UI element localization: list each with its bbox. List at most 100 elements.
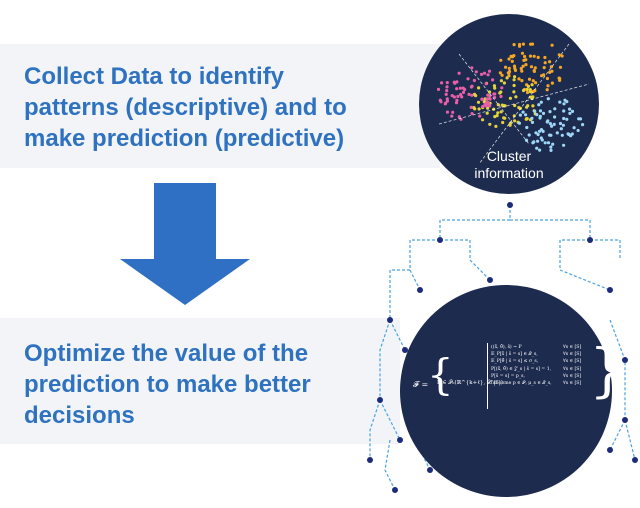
- cluster-point: [540, 74, 544, 78]
- cluster-point: [558, 78, 562, 82]
- tree-branch: [409, 239, 440, 270]
- bottom-text-band: [0, 318, 400, 444]
- cluster-point: [562, 109, 566, 113]
- tree-node: [387, 317, 393, 323]
- cluster-point: [548, 133, 552, 137]
- cluster-point: [445, 110, 450, 114]
- cluster-point: [551, 142, 555, 146]
- cluster-point: [549, 145, 553, 149]
- cluster-point: [502, 116, 506, 120]
- tree-node: [607, 447, 613, 453]
- cluster-point: [521, 42, 525, 46]
- decision-tree-diagram: [367, 202, 638, 493]
- cluster-point: [531, 141, 535, 145]
- cluster-point: [526, 104, 530, 108]
- cluster-boundary: [478, 43, 570, 165]
- cluster-point: [535, 113, 539, 117]
- cluster-point: [550, 81, 554, 85]
- cluster-point: [548, 122, 552, 126]
- cluster-point: [445, 99, 449, 103]
- cluster-point: [517, 121, 521, 125]
- cluster-point: [438, 98, 442, 102]
- cluster-point: [507, 57, 511, 61]
- cluster-point: [512, 83, 516, 88]
- formula-circle: [400, 285, 612, 497]
- cluster-point: [562, 143, 566, 147]
- cluster-point: [568, 111, 572, 115]
- cluster-point: [538, 114, 542, 118]
- cluster-point: [531, 79, 535, 83]
- cluster-point: [512, 43, 516, 47]
- tree-node: [632, 457, 638, 463]
- cluster-point: [562, 116, 566, 121]
- cluster-point: [454, 101, 459, 105]
- cluster-point: [472, 106, 476, 110]
- cluster-point: [526, 84, 530, 88]
- cluster-point: [470, 84, 474, 88]
- cluster-point: [536, 139, 540, 143]
- cluster-point: [460, 95, 464, 99]
- cluster-point: [559, 127, 563, 131]
- cluster-point: [450, 114, 454, 118]
- cluster-point: [560, 133, 564, 137]
- cluster-point: [521, 88, 526, 93]
- tree-branch: [590, 239, 621, 260]
- tree-node: [487, 277, 493, 283]
- cluster-point: [499, 110, 503, 114]
- cluster-point: [467, 92, 471, 96]
- cluster-point: [532, 69, 536, 73]
- cluster-point: [570, 109, 575, 113]
- cluster-point: [445, 85, 449, 89]
- cluster-point: [463, 87, 467, 92]
- cluster-point: [505, 76, 509, 80]
- cluster-point: [507, 74, 511, 78]
- cluster-point: [546, 97, 550, 101]
- cluster-point: [499, 58, 503, 62]
- cluster-point: [539, 136, 543, 140]
- cluster-point: [481, 104, 485, 109]
- cluster-point: [529, 65, 534, 69]
- cluster-point: [487, 103, 491, 107]
- top-text-band: [0, 44, 440, 168]
- cluster-point: [558, 65, 563, 69]
- optimize-heading: Optimize the value of the prediction to …: [24, 340, 311, 429]
- cluster-point: [478, 114, 482, 118]
- cluster-point: [457, 115, 461, 119]
- cluster-point: [521, 64, 525, 68]
- cluster-point: [502, 81, 506, 85]
- tree-node: [417, 287, 423, 293]
- cluster-point: [488, 90, 492, 94]
- cluster-point: [477, 86, 481, 90]
- tree-node: [622, 357, 628, 363]
- cluster-point: [440, 81, 444, 85]
- cluster-point: [480, 97, 484, 101]
- cluster-point: [539, 100, 543, 104]
- cluster-point: [492, 84, 496, 88]
- cluster-point: [459, 92, 463, 97]
- cluster-point: [469, 105, 473, 109]
- cluster-point: [470, 112, 474, 116]
- cluster-point: [524, 117, 528, 121]
- cluster-point: [533, 109, 537, 113]
- cluster-point: [485, 97, 489, 101]
- tree-branch: [409, 269, 421, 291]
- cluster-point: [525, 125, 529, 130]
- cluster-point: [461, 90, 466, 94]
- cluster-point: [472, 92, 477, 96]
- cluster-point: [501, 120, 505, 125]
- cluster-point: [534, 81, 538, 85]
- cluster-point: [537, 103, 541, 107]
- cluster-point: [520, 69, 524, 73]
- cluster-point: [548, 60, 552, 64]
- tree-node: [437, 237, 443, 243]
- cluster-point: [518, 113, 522, 117]
- cluster-point: [530, 116, 534, 120]
- formula-bar: [487, 343, 488, 409]
- cluster-point: [548, 70, 552, 74]
- cluster-point: [545, 88, 549, 92]
- tree-branch: [559, 239, 590, 270]
- cluster-point: [519, 66, 523, 71]
- cluster-point: [474, 70, 478, 74]
- cluster-point: [543, 141, 547, 145]
- cluster-point: [520, 79, 524, 83]
